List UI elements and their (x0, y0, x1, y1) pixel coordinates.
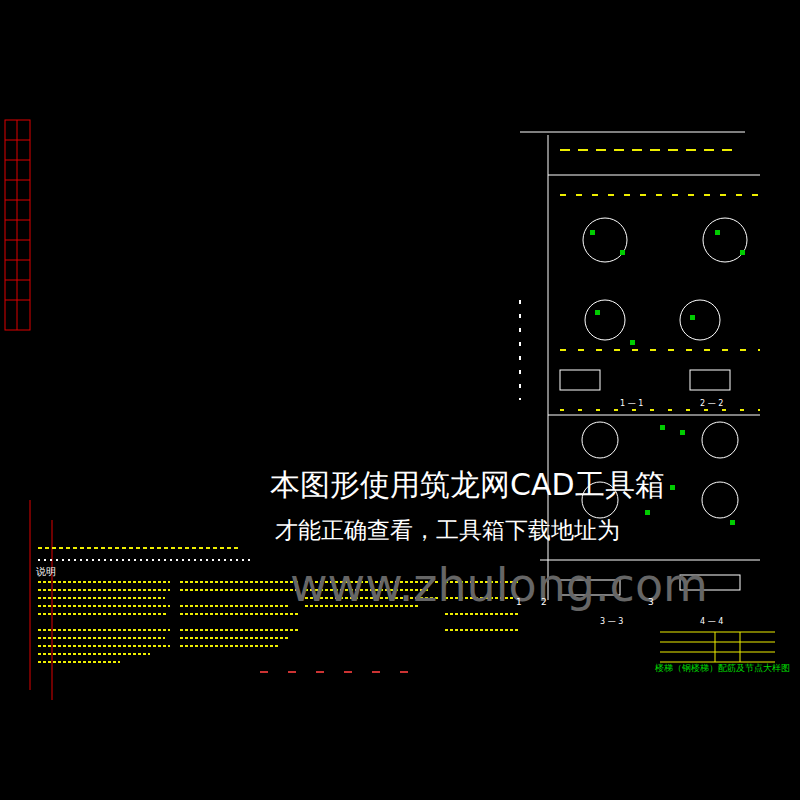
section-label: 1 — 1 (620, 400, 643, 409)
callout-number: 1 (516, 598, 522, 608)
callout-number: 3 (648, 598, 654, 608)
section-label: 4 — 4 (700, 618, 723, 627)
section-label: 3 — 3 (600, 618, 623, 627)
notes-heading: 说明 (36, 566, 56, 577)
watermark: 才能正确查看，工具箱下载地址为 (275, 518, 620, 543)
callout-number: 2 (541, 598, 547, 608)
watermark: 本图形使用筑龙网CAD工具箱 (270, 468, 665, 501)
title-block (660, 632, 775, 662)
section-label: 2 — 2 (700, 400, 723, 409)
detail-dims (520, 150, 760, 410)
watermark: www.zhulong.com (290, 560, 708, 611)
drawing-title: 楼梯（钢楼梯）配筋及节点大样图 (655, 664, 790, 674)
